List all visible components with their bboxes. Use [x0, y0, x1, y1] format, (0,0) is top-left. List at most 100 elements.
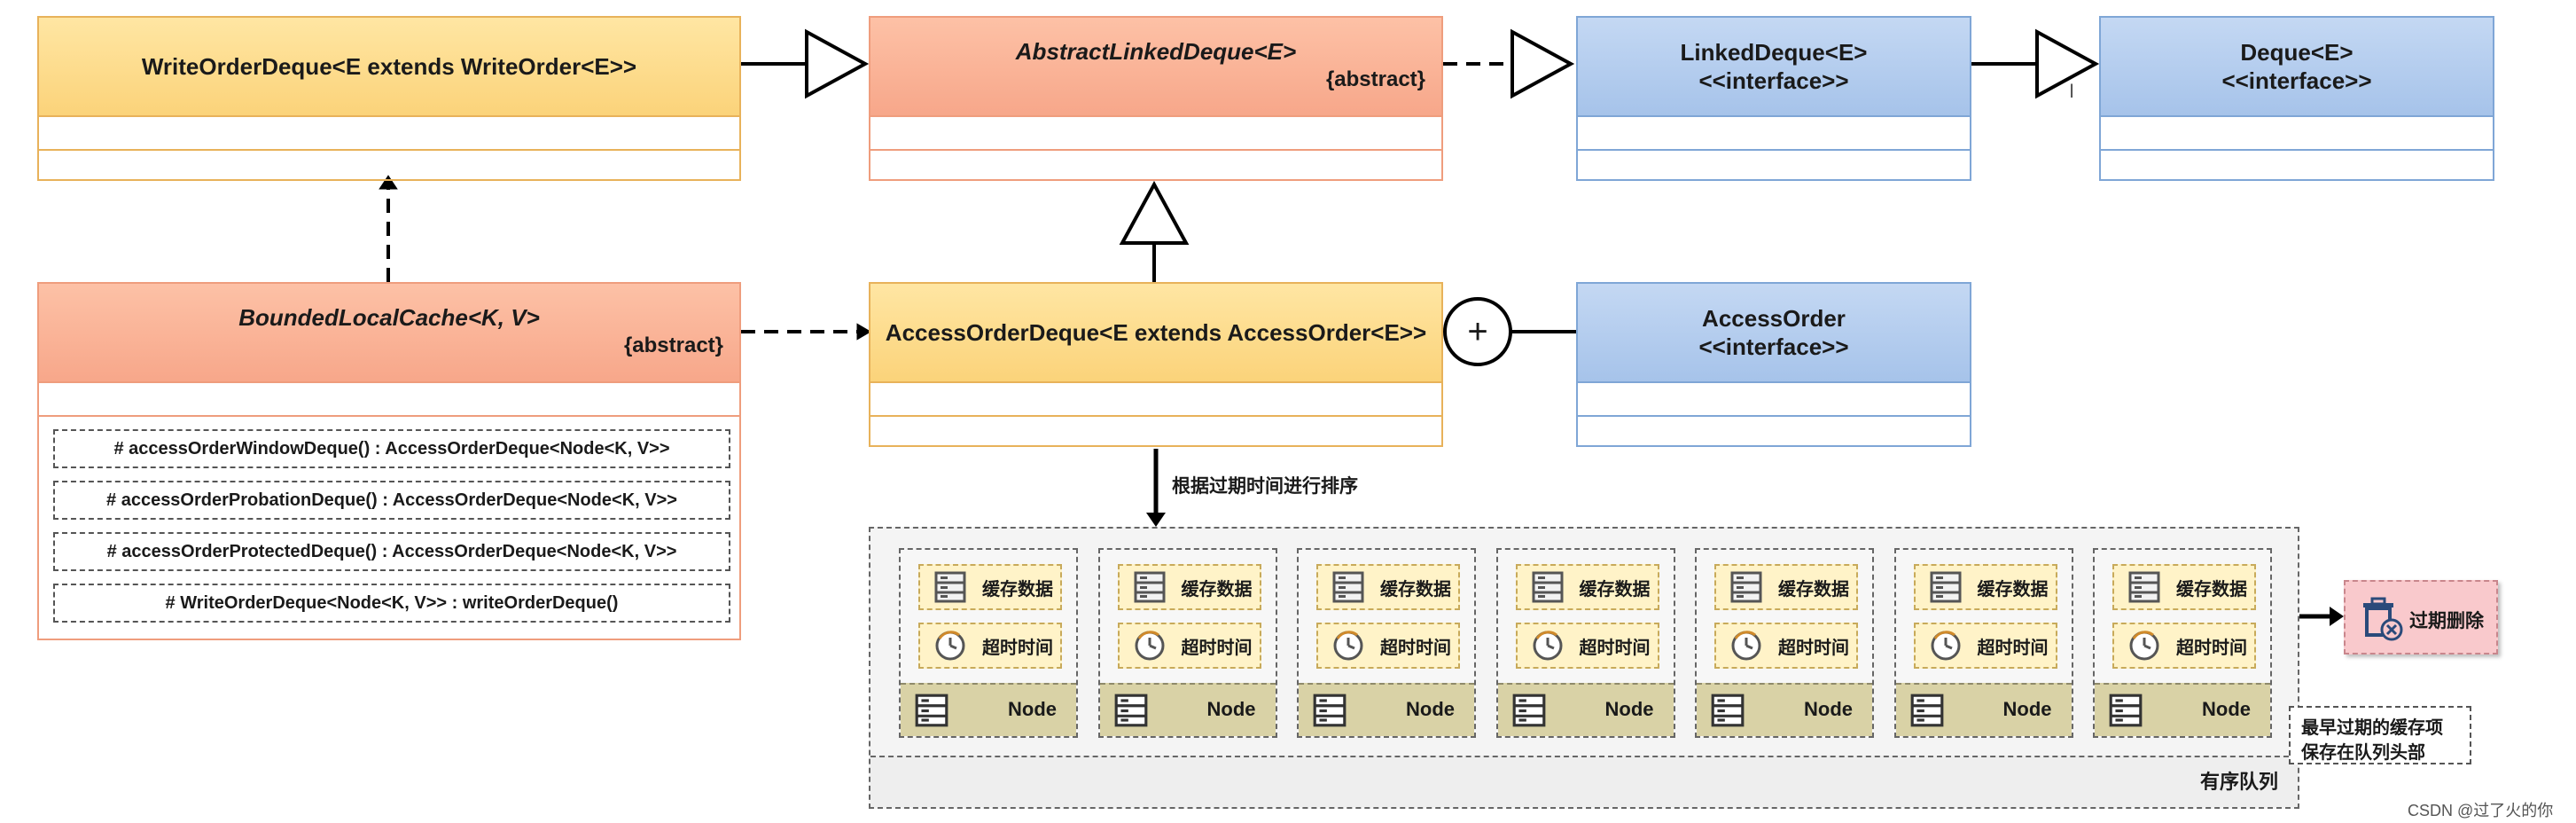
- node-server-icon: [1909, 692, 1946, 729]
- queue-node: 缓存数据 超时时间 Node: [1097, 548, 1277, 738]
- method-access-order-window-deque: # accessOrderWindowDeque() : AccessOrder…: [53, 429, 730, 468]
- class-abstract-linked-deque: AbstractLinkedDeque<E> {abstract}: [869, 16, 1443, 181]
- cache-data-label: 缓存数据: [982, 579, 1053, 600]
- interface-linked-deque: LinkedDeque<E> <<interface>>: [1576, 16, 1971, 181]
- node-footer: Node: [1895, 683, 2072, 736]
- node-footer: Node: [2095, 683, 2270, 736]
- timeout-label: 超时时间: [1579, 638, 1651, 658]
- class-title: WriteOrderDeque<E extends WriteOrder<E>>: [141, 53, 637, 80]
- watermark: CSDN @过了火的你: [2408, 802, 2554, 819]
- cache-data-icon: [1331, 569, 1366, 605]
- expire-label: 过期删除: [2409, 611, 2484, 631]
- queue-node: 缓存数据 超时时间 Node: [899, 548, 1078, 738]
- cache-data-pill: 缓存数据: [1515, 564, 1659, 610]
- cache-data-icon: [1530, 569, 1565, 605]
- cache-data-icon: [933, 569, 968, 605]
- cache-data-icon: [2127, 569, 2162, 605]
- generalization-arrowhead: [1119, 180, 1190, 245]
- abstract-tag: {abstract}: [623, 333, 723, 357]
- expire-arrow-head: [2330, 607, 2344, 626]
- sort-arrow-head: [1146, 513, 1166, 527]
- timeout-label: 超时时间: [1778, 638, 1849, 658]
- node-footer: Node: [1697, 683, 1872, 736]
- clock-icon: [1132, 628, 1167, 663]
- timeout-pill: 超时时间: [1913, 623, 2057, 669]
- interface-deque: Deque<E> <<interface>>: [2099, 16, 2494, 181]
- node-server-icon: [1709, 692, 1746, 729]
- interface-stereotype: <<interface>>: [1698, 67, 1849, 94]
- callout-line-2: 保存在队列头部: [2301, 743, 2425, 763]
- generalization-arrowhead: [2035, 28, 2100, 99]
- timeout-pill: 超时时间: [1117, 623, 1261, 669]
- method-write-order-deque: # WriteOrderDeque<Node<K, V>> : writeOrd…: [53, 584, 730, 623]
- queue-node: 缓存数据 超时时间 Node: [1297, 548, 1476, 738]
- clock-icon: [1729, 628, 1764, 663]
- class-attributes-compartment: [1578, 117, 1970, 151]
- queue-label: 有序队列: [2199, 771, 2278, 793]
- interface-stereotype: <<interface>>: [1698, 333, 1849, 360]
- timeout-label: 超时时间: [2176, 638, 2247, 658]
- cache-data-label: 缓存数据: [2176, 579, 2247, 600]
- timeout-pill: 超时时间: [2112, 623, 2256, 669]
- timeout-pill: 超时时间: [918, 623, 1062, 669]
- class-write-order-deque: WriteOrderDeque<E extends WriteOrder<E>>: [37, 16, 741, 181]
- clock-icon: [1530, 628, 1565, 663]
- class-title: AbstractLinkedDeque<E>: [1015, 38, 1297, 65]
- cache-data-pill: 缓存数据: [2112, 564, 2256, 610]
- cache-data-label: 缓存数据: [1380, 579, 1451, 600]
- timeout-label: 超时时间: [1977, 638, 2049, 658]
- node-label: Node: [2202, 698, 2251, 720]
- cache-data-label: 缓存数据: [1579, 579, 1651, 600]
- callout-line-1: 最早过期的缓存项: [2301, 718, 2443, 738]
- node-label: Node: [2002, 698, 2052, 720]
- nesting-plus: +: [1467, 312, 1488, 351]
- class-title: AccessOrderDeque<E extends AccessOrder<E…: [885, 319, 1427, 346]
- clock-icon: [1331, 628, 1366, 663]
- clock-icon: [933, 628, 968, 663]
- node-server-icon: [2107, 692, 2144, 729]
- class-title: Deque<E>: [2240, 39, 2354, 66]
- node-server-icon: [1510, 692, 1548, 729]
- method-access-order-protected-deque: # accessOrderProtectedDeque() : AccessOr…: [53, 532, 730, 571]
- class-attributes-compartment: [1578, 383, 1970, 417]
- cache-data-pill: 缓存数据: [1913, 564, 2057, 610]
- cache-data-label: 缓存数据: [1778, 579, 1849, 600]
- class-access-order-deque: AccessOrderDeque<E extends AccessOrder<E…: [869, 282, 1443, 447]
- queue-node: 缓存数据 超时时间 Node: [1893, 548, 2073, 738]
- node-label: Node: [1804, 698, 1853, 720]
- class-attributes-compartment: [870, 117, 1441, 151]
- class-title: LinkedDeque<E>: [1680, 39, 1868, 66]
- cache-data-icon: [1928, 569, 1963, 605]
- node-footer: Node: [1099, 683, 1276, 736]
- cache-data-icon: [1132, 569, 1167, 605]
- clock-icon: [2127, 628, 2162, 663]
- abstract-tag: {abstract}: [1325, 67, 1425, 91]
- cache-data-icon: [1729, 569, 1764, 605]
- text-cursor: I: [2069, 80, 2075, 102]
- cache-data-pill: 缓存数据: [918, 564, 1062, 610]
- method-access-order-probation-deque: # accessOrderProbationDeque() : AccessOr…: [53, 481, 730, 520]
- interface-access-order: AccessOrder <<interface>>: [1576, 282, 1971, 447]
- queue-footer: [870, 756, 2298, 807]
- clock-icon: [1928, 628, 1963, 663]
- timeout-pill: 超时时间: [1515, 623, 1659, 669]
- queue-node: 缓存数据 超时时间 Node: [1695, 548, 1874, 738]
- class-attributes-compartment: [39, 117, 739, 151]
- node-label: Node: [1604, 698, 1654, 720]
- interface-stereotype: <<interface>>: [2221, 67, 2372, 94]
- dependency-arrowhead: [856, 323, 871, 341]
- node-footer: Node: [1497, 683, 1674, 736]
- cache-data-pill: 缓存数据: [1117, 564, 1261, 610]
- class-attributes-compartment: [870, 383, 1441, 417]
- nesting-circle: [1443, 297, 1512, 366]
- class-title: BoundedLocalCache<K, V>: [238, 304, 540, 331]
- realization-arrowhead: [1510, 28, 1575, 99]
- trash-icon: [2363, 597, 2403, 641]
- expire-delete-box: 过期删除: [2344, 580, 2498, 654]
- queue-node: 缓存数据 超时时间 Node: [1495, 548, 1675, 738]
- cache-data-pill: 缓存数据: [1714, 564, 1858, 610]
- node-label: Node: [1206, 698, 1256, 720]
- class-attributes-compartment: [2101, 117, 2493, 151]
- class-title: AccessOrder: [1702, 305, 1846, 332]
- dependency-arrowhead: [379, 175, 398, 190]
